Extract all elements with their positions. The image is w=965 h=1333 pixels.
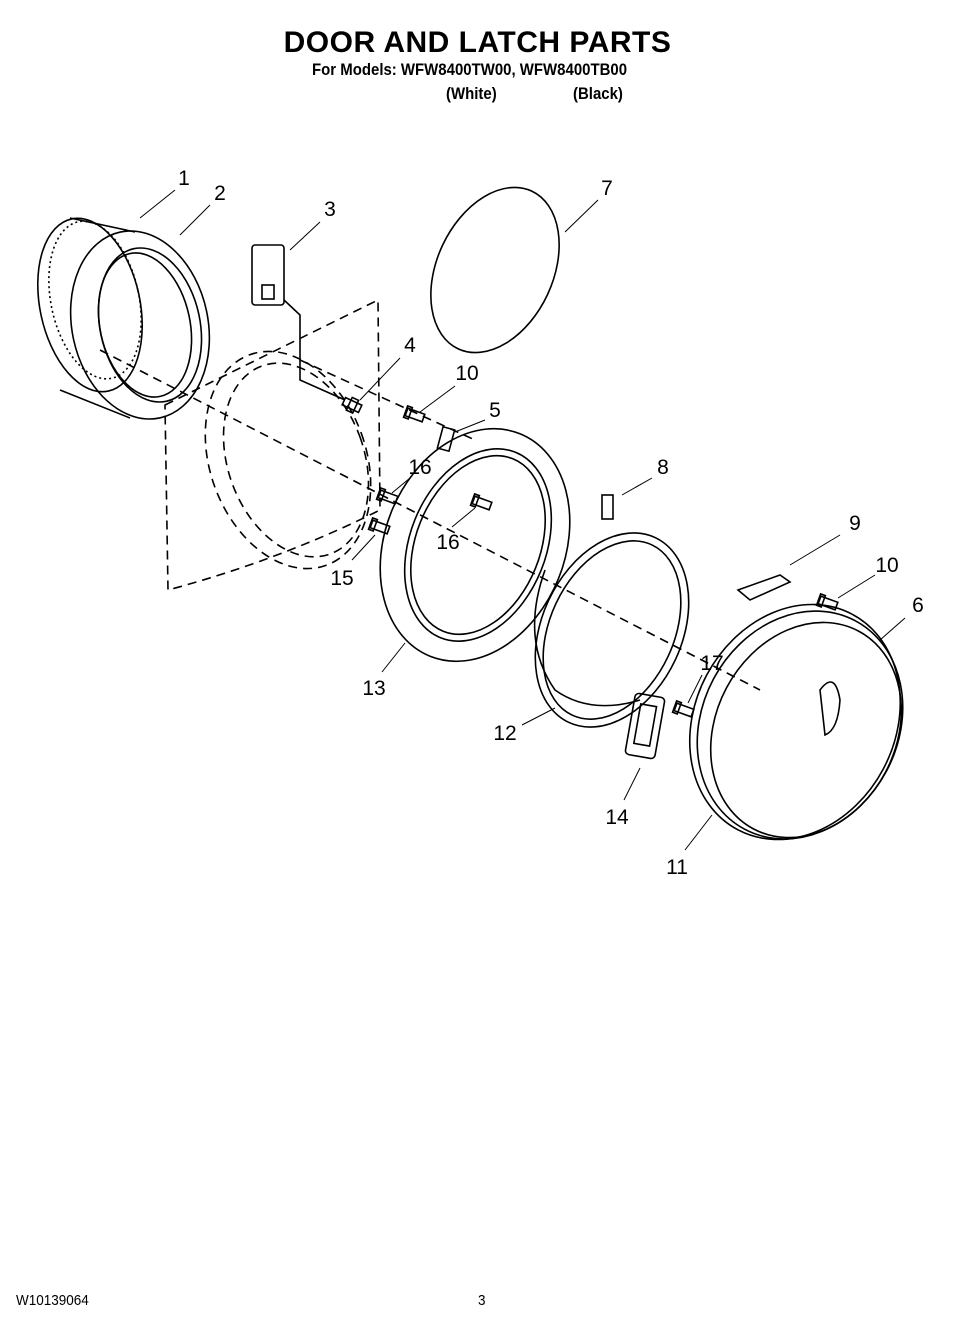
callout-12: 12 xyxy=(493,722,516,745)
part-8-strike xyxy=(601,494,614,520)
part-9-hinge-plate xyxy=(736,574,792,601)
callout-10a: 10 xyxy=(455,362,478,385)
callout-15: 15 xyxy=(330,567,353,590)
part-3-switch xyxy=(251,244,346,401)
screws xyxy=(341,396,839,718)
callout-3: 3 xyxy=(324,198,336,221)
callout-10b: 10 xyxy=(875,554,898,577)
color-white: (White) xyxy=(446,84,497,103)
part-12-door-glass xyxy=(533,532,690,728)
callout-8: 8 xyxy=(657,456,669,479)
callout-7: 7 xyxy=(601,177,613,200)
axis-line-latch xyxy=(299,359,476,441)
callout-9: 9 xyxy=(849,512,861,535)
callout-11: 11 xyxy=(666,856,688,879)
callout-13: 13 xyxy=(362,677,385,700)
color-black: (Black) xyxy=(573,84,623,103)
page-title: DOOR AND LATCH PARTS xyxy=(283,26,672,59)
part-cabinet-front-outline xyxy=(164,298,381,592)
callout-16b: 16 xyxy=(436,531,459,554)
part-14-latch xyxy=(624,692,666,760)
callout-17: 17 xyxy=(700,652,723,675)
callout-1: 1 xyxy=(178,167,190,190)
assembly-axis-line xyxy=(99,349,761,691)
part-door-ring xyxy=(36,217,211,420)
part-7-gasket xyxy=(430,186,560,354)
leader-lines xyxy=(139,189,906,851)
callout-2: 2 xyxy=(214,182,226,205)
callout-5: 5 xyxy=(489,399,501,422)
callout-6: 6 xyxy=(912,594,924,617)
part-6-11-outer-door xyxy=(688,603,904,841)
page-number: 3 xyxy=(478,1292,486,1309)
models-line: For Models: WFW8400TW00, WFW8400TB00 xyxy=(312,60,628,79)
document-number: W10139064 xyxy=(16,1292,89,1309)
callout-14: 14 xyxy=(605,806,629,829)
callout-4: 4 xyxy=(404,334,416,357)
part-13-door-frame xyxy=(379,427,571,663)
callout-16a: 16 xyxy=(408,456,431,479)
